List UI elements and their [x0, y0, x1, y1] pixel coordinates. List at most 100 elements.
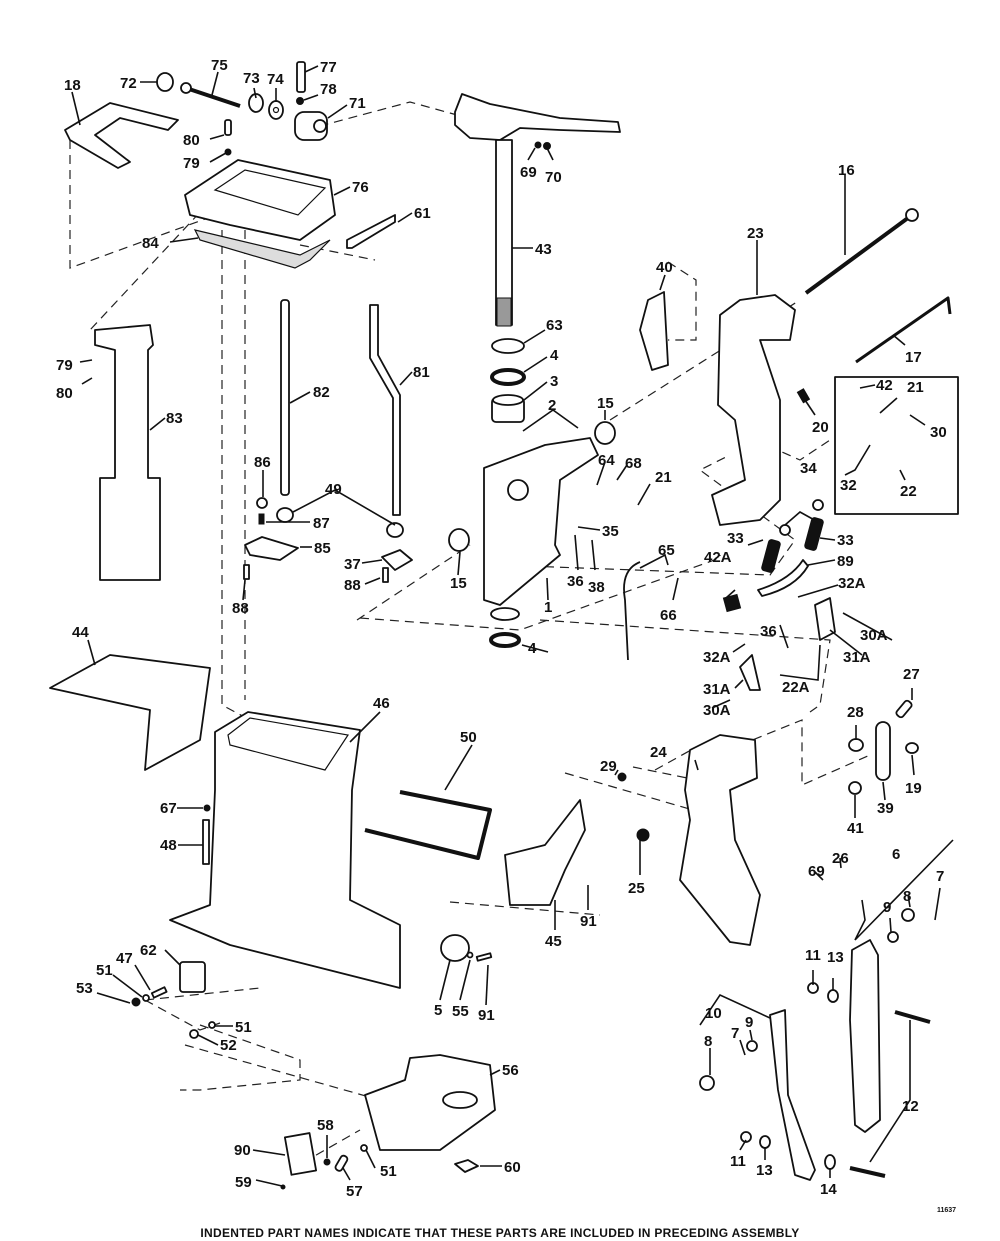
callout-3: 3	[550, 373, 558, 390]
callout-79-top: 79	[183, 155, 200, 172]
part-3-bushing	[491, 394, 525, 423]
callout-23: 23	[747, 225, 764, 242]
callout-39: 39	[877, 800, 894, 817]
callout-37: 37	[344, 556, 361, 573]
callout-10: 10	[705, 1005, 722, 1022]
part-31A-22A-levers	[739, 597, 836, 691]
callout-15-right: 15	[597, 395, 614, 412]
callout-25: 25	[628, 880, 645, 897]
part-23-clamp-bracket	[711, 294, 796, 526]
part-62-bracket	[179, 961, 206, 993]
callout-22A: 22A	[782, 679, 810, 696]
part-79-washer-top	[224, 148, 232, 156]
part-4-seal-top	[490, 368, 526, 386]
callout-62: 62	[140, 942, 157, 959]
callout-30A-upper: 30A	[860, 627, 888, 644]
part-82-water-tube	[280, 299, 290, 496]
callout-65: 65	[658, 542, 675, 559]
callout-2: 2	[548, 397, 556, 414]
callout-84: 84	[142, 235, 159, 252]
callout-34: 34	[800, 460, 817, 477]
part-72-grommet	[156, 72, 174, 92]
callout-77: 77	[320, 59, 337, 76]
callout-31A-upper: 31A	[843, 649, 871, 666]
callout-21: 21	[655, 469, 672, 486]
callout-35: 35	[602, 523, 619, 540]
part-71-mount	[294, 111, 328, 141]
callout-64: 64	[598, 452, 615, 469]
part-78-nut	[296, 97, 304, 105]
part-77-screw	[296, 61, 306, 93]
part-88-screws	[243, 564, 389, 583]
callout-9-right: 9	[883, 899, 891, 916]
callout-22: 22	[900, 483, 917, 500]
part-15-washers	[448, 421, 616, 552]
callout-21-inset: 21	[907, 379, 924, 396]
part-40-plate	[639, 291, 669, 371]
callout-85: 85	[314, 540, 331, 557]
callout-40: 40	[656, 259, 673, 276]
callout-36: 36	[567, 573, 584, 590]
part-75-bolt	[180, 82, 241, 108]
callout-88-right: 88	[344, 577, 361, 594]
callout-19: 19	[905, 780, 922, 797]
part-10-stern-bracket	[769, 1009, 816, 1181]
part-81-water-tube	[369, 304, 401, 516]
inset-box-tilt-lock	[834, 376, 959, 515]
callout-27: 27	[903, 666, 920, 683]
callout-4-bottom: 4	[528, 640, 537, 657]
part-69-70-washer-nut	[534, 141, 551, 150]
callout-36-lower: 36	[760, 623, 777, 640]
part-27-bolt	[895, 699, 913, 719]
part-89-link	[757, 559, 809, 597]
callout-56: 56	[502, 1062, 519, 1079]
callout-74: 74	[267, 71, 284, 88]
part-76-exhaust-housing	[184, 159, 336, 241]
callout-91-bottom: 91	[478, 1007, 495, 1024]
part-52-51-fasteners	[189, 1021, 216, 1039]
part-80-screw-top	[224, 119, 232, 136]
callout-71: 71	[349, 95, 366, 112]
callout-72: 72	[120, 75, 137, 92]
callout-76: 76	[352, 179, 369, 196]
callout-47: 47	[116, 950, 133, 967]
callout-59: 59	[235, 1174, 252, 1191]
part-24-clamp-bracket	[679, 734, 761, 946]
callout-41: 41	[847, 820, 864, 837]
part-37-plate	[381, 549, 413, 571]
part-20-spring	[796, 388, 811, 404]
part-42A-block	[722, 593, 742, 613]
callout-7-left: 7	[731, 1025, 739, 1042]
callout-58: 58	[317, 1117, 334, 1134]
callout-8-left: 8	[704, 1033, 712, 1050]
callout-12: 12	[902, 1098, 919, 1115]
callout-61: 61	[414, 205, 431, 222]
callout-66: 66	[660, 607, 677, 624]
callout-16: 16	[838, 162, 855, 179]
callout-60: 60	[504, 1159, 521, 1176]
callout-28: 28	[847, 704, 864, 721]
callout-18: 18	[64, 77, 81, 94]
callout-45: 45	[545, 933, 562, 950]
callout-17: 17	[905, 349, 922, 366]
callout-70: 70	[545, 169, 562, 186]
callout-86: 86	[254, 454, 271, 471]
callout-82: 82	[313, 384, 330, 401]
callout-48: 48	[160, 837, 177, 854]
callout-31A-lower: 31A	[703, 681, 731, 698]
callout-leaders	[71, 65, 954, 1187]
part-16-bolt	[804, 208, 919, 295]
callout-80-left: 80	[56, 385, 73, 402]
callout-51-mid: 51	[235, 1019, 252, 1036]
callout-46: 46	[373, 695, 390, 712]
part-6-stern-bracket	[849, 939, 881, 1133]
callout-6: 6	[892, 846, 900, 863]
callout-13-right: 13	[827, 949, 844, 966]
callout-20: 20	[812, 419, 829, 436]
callout-9-left: 9	[745, 1014, 753, 1031]
callout-13-left: 13	[756, 1162, 773, 1179]
part-29-25-nuts	[617, 772, 650, 842]
part-86-nut	[256, 497, 268, 509]
part-45-lower-cover	[504, 799, 586, 906]
callout-32A-upper: 32A	[838, 575, 866, 592]
